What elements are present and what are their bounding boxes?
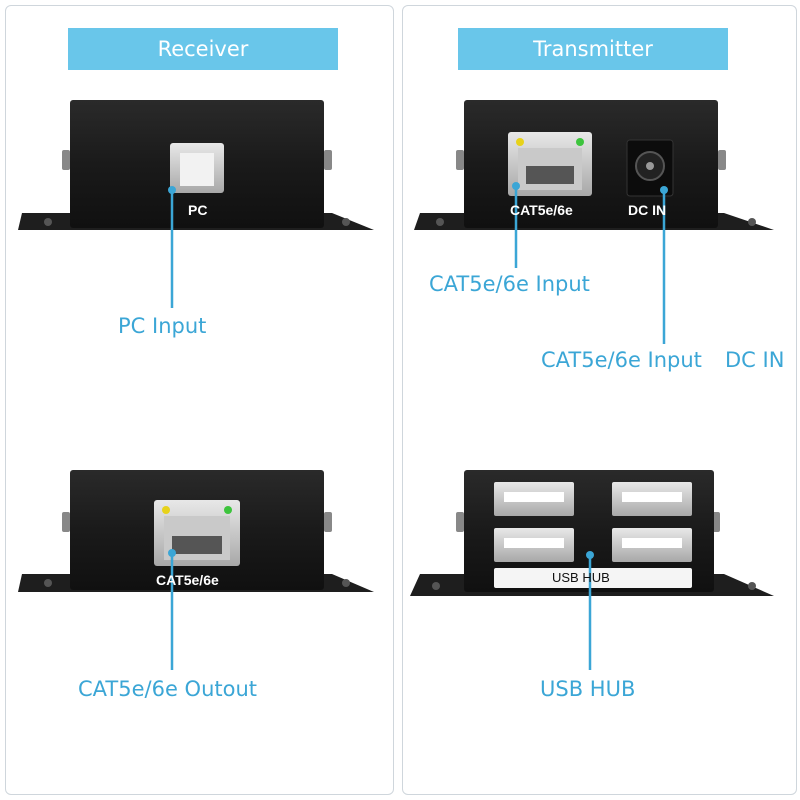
side-screw bbox=[456, 512, 464, 532]
side-screw bbox=[456, 150, 464, 170]
pc-input-callout: PC Input bbox=[118, 314, 207, 338]
side-screw bbox=[62, 150, 70, 170]
side-screw bbox=[324, 150, 332, 170]
cat5-in-callout-dot bbox=[512, 182, 520, 190]
bracket-hole bbox=[436, 218, 444, 226]
side-screw bbox=[62, 512, 70, 532]
usb-a-tongue bbox=[622, 538, 682, 548]
side-screw bbox=[718, 150, 726, 170]
bracket-hole bbox=[342, 218, 350, 226]
dc-in-callout-dot bbox=[660, 186, 668, 194]
transmitter-usb-hub-device bbox=[410, 470, 774, 596]
pc-port-label: PC bbox=[188, 202, 208, 218]
callout-lines bbox=[170, 186, 666, 670]
side-screw bbox=[324, 512, 332, 532]
receiver-usb-b-device bbox=[18, 100, 374, 230]
bracket-hole bbox=[44, 218, 52, 226]
usb-hub-strip-label: USB HUB bbox=[552, 570, 610, 585]
bracket-hole bbox=[342, 579, 350, 587]
pc-callout-dot bbox=[168, 186, 176, 194]
bracket-hole bbox=[748, 218, 756, 226]
transmitter-header: Transmitter bbox=[458, 28, 728, 70]
status-led-green bbox=[576, 138, 584, 146]
cat5-input-callout: CAT5e/6e Input bbox=[429, 272, 590, 296]
cat5-port-label-transmitter: CAT5e/6e bbox=[510, 202, 573, 218]
bracket-hole bbox=[44, 579, 52, 587]
cat5-input-dc-callout-prefix: CAT5e/6e Input bbox=[541, 348, 702, 372]
usb-b-port-inner bbox=[180, 153, 214, 186]
status-led-yellow bbox=[516, 138, 524, 146]
usb-a-tongue bbox=[622, 492, 682, 502]
usb-hub-callout-dot bbox=[586, 551, 594, 559]
usb-hub-strip bbox=[494, 568, 692, 588]
dc-in-port-label: DC IN bbox=[628, 202, 667, 218]
status-led-green bbox=[224, 506, 232, 514]
usb-a-tongue bbox=[504, 538, 564, 548]
receiver-header: Receiver bbox=[68, 28, 338, 70]
transmitter-rj45-dc-device bbox=[414, 100, 774, 230]
status-led-yellow bbox=[162, 506, 170, 514]
cat5-out-callout-dot bbox=[168, 549, 176, 557]
bracket-hole bbox=[432, 582, 440, 590]
rj45-contacts bbox=[172, 536, 222, 554]
rj45-contacts bbox=[526, 166, 574, 184]
bracket-hole bbox=[748, 582, 756, 590]
dc-jack-pin bbox=[646, 162, 654, 170]
cat5-port-label-receiver: CAT5e/6e bbox=[156, 572, 219, 588]
receiver-rj45-device bbox=[18, 470, 374, 592]
usb-a-tongue bbox=[504, 492, 564, 502]
usb-hub-callout: USB HUB bbox=[540, 677, 636, 701]
cat5-output-callout: CAT5e/6e Outout bbox=[78, 677, 258, 701]
dc-in-callout: DC IN bbox=[725, 348, 785, 372]
callout-dots bbox=[168, 182, 668, 559]
